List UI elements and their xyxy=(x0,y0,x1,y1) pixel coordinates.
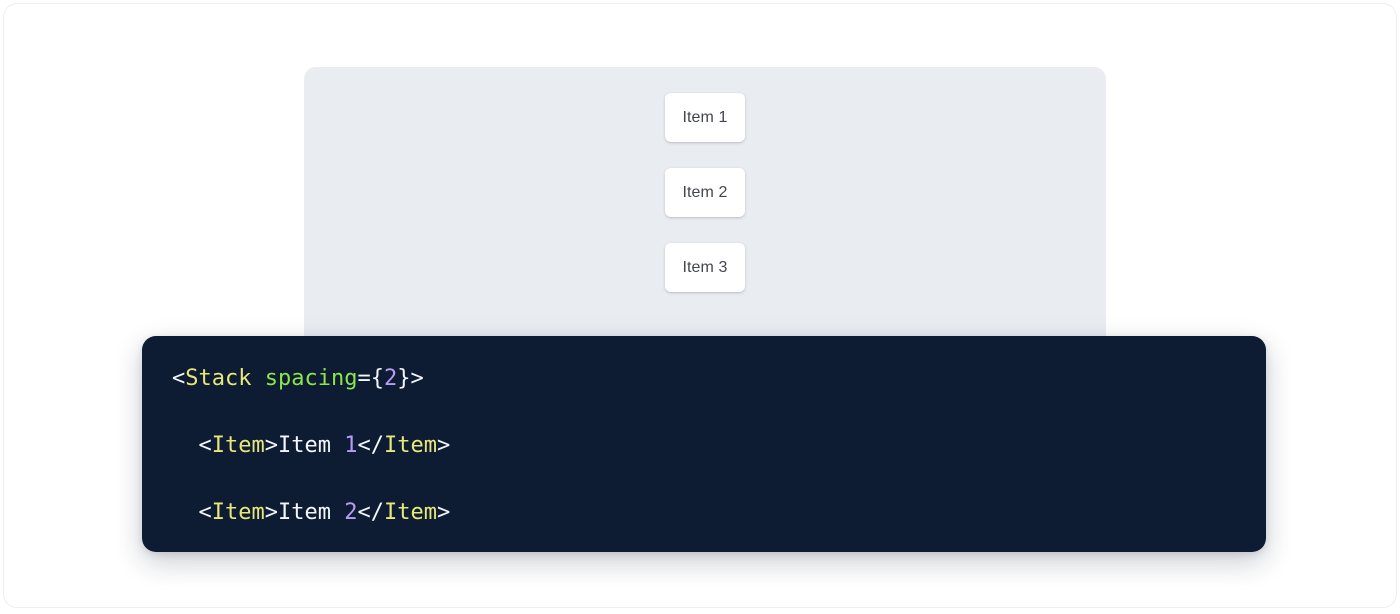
code-token-attr: spacing xyxy=(264,366,358,391)
code-token-tag: Item xyxy=(211,500,265,525)
code-token-num: 1 xyxy=(344,433,358,458)
code-token-tag: Item xyxy=(383,433,437,458)
code-token-punct: > xyxy=(436,433,451,458)
code-token-text: Item xyxy=(277,433,345,458)
code-token-punct: > xyxy=(436,500,451,525)
code-token-punct: </ xyxy=(357,500,384,525)
code-token-num: 2 xyxy=(344,500,358,525)
code-token-punct: > xyxy=(264,500,278,525)
code-token-tag: Item xyxy=(383,500,437,525)
stack-item-label: Item 3 xyxy=(682,258,728,276)
code-line: <Item>Item 2</Item> xyxy=(172,496,1266,530)
code-token-punct: </ xyxy=(357,433,384,458)
stack-item-label: Item 2 xyxy=(682,183,728,201)
code-token-tag: Item xyxy=(211,433,265,458)
code-indent xyxy=(172,433,199,458)
code-token-punct: ={ xyxy=(357,366,384,391)
code-token-punct: > xyxy=(264,433,278,458)
stack-item-label: Item 1 xyxy=(682,108,728,126)
code-snippet-text: <Stack spacing={2}> <Item>Item 1</Item> … xyxy=(172,362,1266,552)
code-indent xyxy=(172,500,199,525)
stack-item[interactable]: Item 2 xyxy=(665,168,745,217)
code-token-punct: < xyxy=(172,366,186,391)
code-token-text: Item xyxy=(277,500,345,525)
code-token-punct: < xyxy=(198,500,212,525)
stack-item[interactable]: Item 3 xyxy=(665,243,745,292)
code-token-punct: }> xyxy=(397,366,424,391)
stack-item[interactable]: Item 1 xyxy=(665,93,745,142)
code-token-punct: < xyxy=(198,433,212,458)
code-token-num: 2 xyxy=(383,366,398,391)
code-line: <Item>Item 1</Item> xyxy=(172,429,1266,463)
stack-container: Item 1 Item 2 Item 3 xyxy=(665,93,745,292)
code-token-tag: Stack xyxy=(185,366,252,391)
code-token-text xyxy=(251,366,264,391)
code-line: <Stack spacing={2}> xyxy=(172,362,1266,396)
code-snippet-block: <Stack spacing={2}> <Item>Item 1</Item> … xyxy=(142,336,1266,552)
